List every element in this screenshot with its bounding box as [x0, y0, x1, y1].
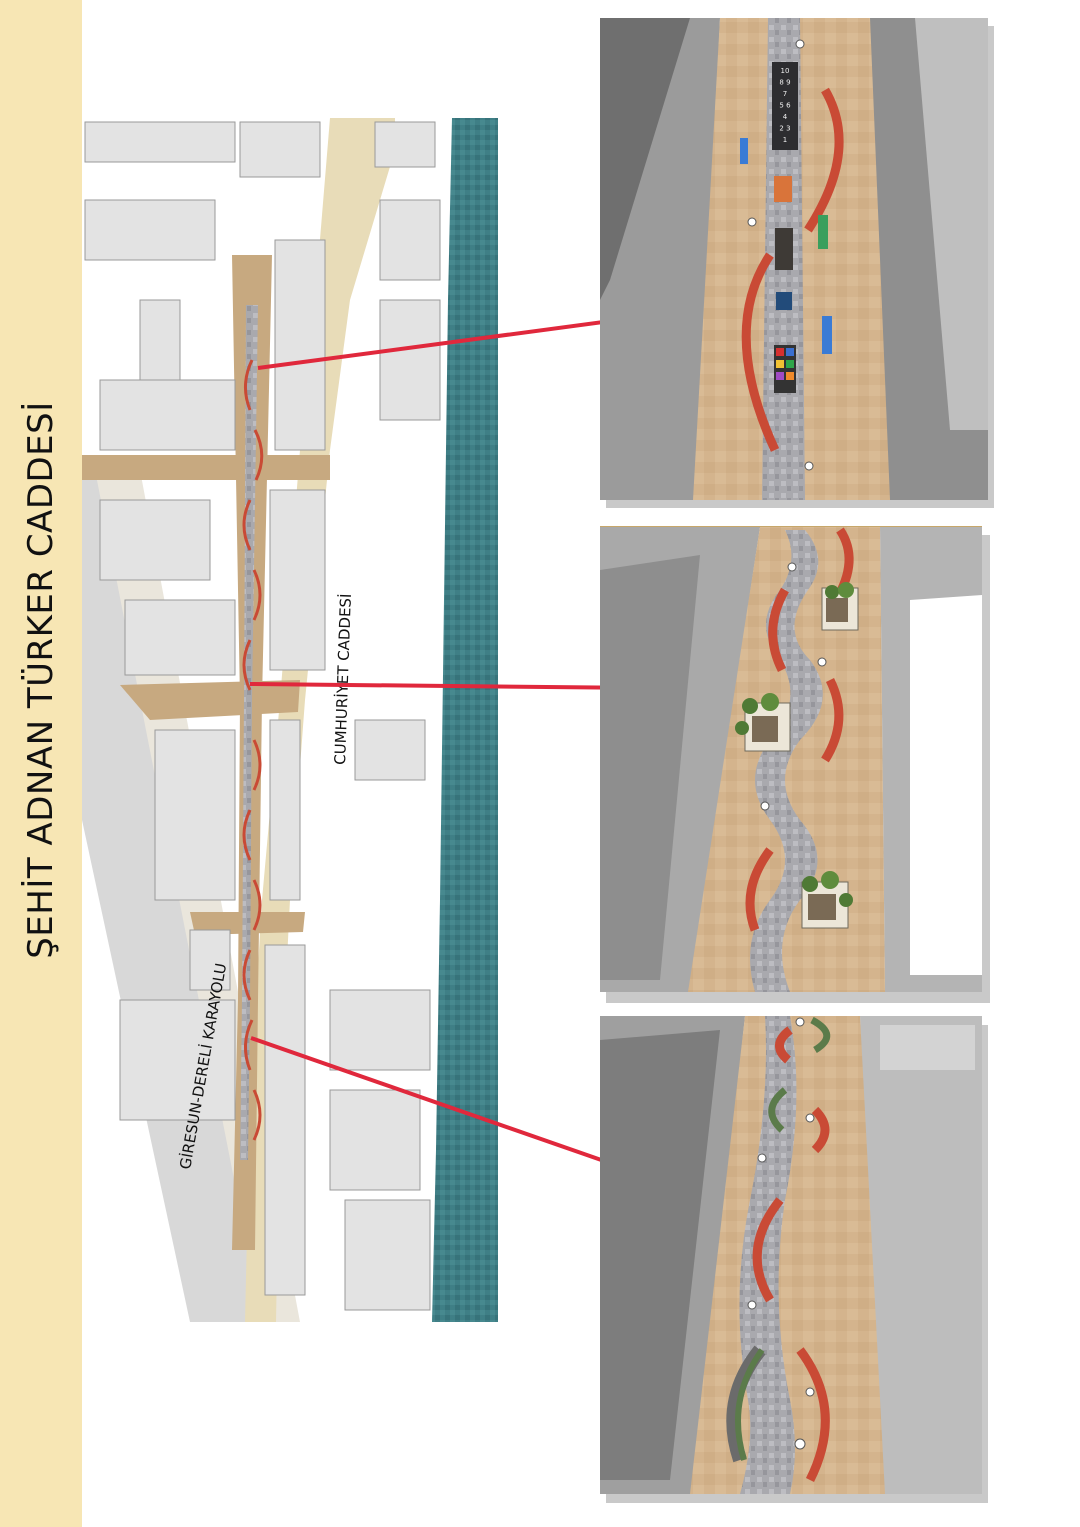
hopscotch-number: 10	[781, 67, 790, 75]
perspective-view-3	[600, 1016, 988, 1503]
perspective-view-1	[600, 18, 994, 508]
hopscotch-numbers: 10 8 9 7 5 6 4 2 3 1	[779, 67, 791, 144]
connector-line-3	[250, 1036, 631, 1172]
hopscotch-number: 8 9	[779, 79, 790, 87]
cross-street-1	[82, 455, 330, 480]
hopscotch-number: 1	[783, 136, 787, 144]
hopscotch-number: 7	[783, 90, 787, 98]
stone-path	[240, 305, 258, 1160]
perspective-view-2	[600, 526, 990, 1003]
title-sidebar: ŞEHİT ADNAN TÜRKER CADDESİ	[0, 0, 82, 1527]
river	[432, 118, 498, 1322]
buildings	[84, 121, 441, 1311]
cross-street-2	[120, 680, 300, 720]
map-area: CUMHURİYET CADDESİ GİRESUN-DERELİ KARAYO…	[82, 118, 498, 1323]
connector-line-1	[257, 313, 657, 370]
hopscotch-number: 2 3	[779, 125, 790, 133]
hopscotch-number: 5 6	[779, 102, 791, 110]
red-curves-map	[242, 359, 264, 1141]
connector-lines	[249, 313, 657, 1172]
hopscotch-number: 4	[783, 113, 788, 121]
connector-line-2	[249, 682, 653, 690]
